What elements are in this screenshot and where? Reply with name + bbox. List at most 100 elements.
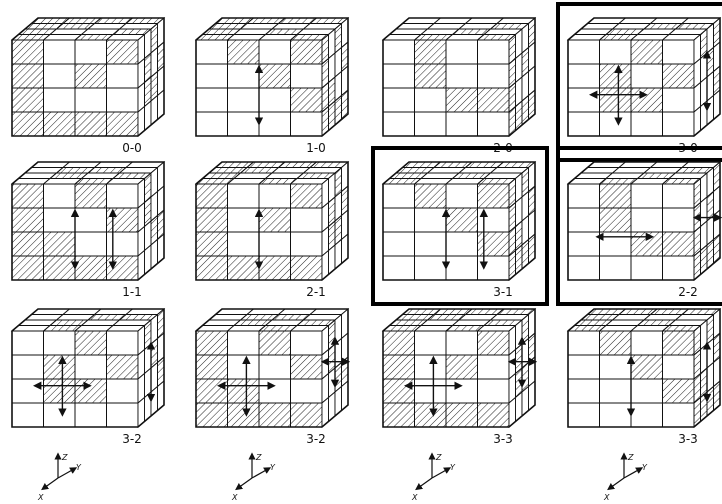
cube-outline [382,308,536,428]
panel-label: 3-3 [678,432,698,446]
front-face-cell [290,39,323,65]
cube-outline [567,17,721,137]
front-face-cell [11,183,44,209]
front-face-cell [74,354,107,380]
front-face-cell [662,111,695,137]
y-axis [57,467,78,479]
front-face-cell [630,354,663,380]
front-face-cell [599,378,632,404]
front-face-cell [106,402,139,428]
cube-outline [567,161,721,281]
front-face-cell [195,111,228,137]
front-face-cell [382,111,415,137]
front-face-cell [258,87,291,113]
x-axis [41,477,59,491]
front-face-cell [290,330,323,356]
front-face-cell [567,87,600,113]
front-face-cell [258,111,291,137]
front-face-cell [106,111,139,137]
front-face-cell [11,63,44,89]
front-face-cell [106,39,139,65]
front-face-cell [414,402,447,428]
panel-label: 3-2 [122,432,142,446]
front-face-cell [477,402,510,428]
front-face-cell [195,231,228,257]
front-face-cell [445,111,478,137]
front-face-cell [445,255,478,281]
front-face-cell [599,183,632,209]
front-face-cell [382,255,415,281]
front-face-cell [195,402,228,428]
front-face-cell [43,87,76,113]
front-face-cell [599,402,632,428]
front-face-cell [630,330,663,356]
panel-label: 1-0 [306,141,326,155]
front-face-cell [630,87,663,113]
front-face-cell [258,378,291,404]
front-face-cell [43,402,76,428]
front-face-cell [382,183,415,209]
z-axis-label: Z [255,453,262,462]
x-axis-label: X [37,493,44,502]
front-face-cell [227,402,260,428]
front-face-cell [43,231,76,257]
front-face-cell [662,39,695,65]
front-face-cell [445,39,478,65]
panel-label: 3-1 [493,285,513,299]
front-face-cell [477,39,510,65]
front-face-cell [382,402,415,428]
front-face-cell [445,207,478,233]
front-face-cell [599,207,632,233]
cube-panel: 1-1 [10,161,166,299]
mode-arrow [404,355,463,417]
front-face-cell [195,87,228,113]
x-axis [607,477,625,491]
mode-arrow [507,336,538,388]
front-face-cell [567,111,600,137]
axes-glyph: ZYX [37,452,82,502]
front-face-cell [227,63,260,89]
front-face-cell [382,231,415,257]
front-face-cell [567,207,600,233]
front-face-cell [258,207,291,233]
front-face-cell [567,402,600,428]
front-face-cell [662,87,695,113]
y-axis [431,467,452,479]
x-axis-label: X [231,493,238,502]
front-face-cell [599,231,632,257]
x-axis-label: X [603,493,610,502]
panel-label: 2-1 [306,285,326,299]
cube-outline [11,161,165,281]
front-face-cell [106,183,139,209]
front-face-cell [227,183,260,209]
front-face-cell [662,63,695,89]
front-face-cell [567,255,600,281]
front-face-cell [227,330,260,356]
z-axis-label: Z [627,453,634,462]
cube-panel: 3-1 [371,146,549,306]
front-face-cell [445,183,478,209]
front-face-cell [258,402,291,428]
mode-arrow [33,355,92,417]
front-face-cell [74,255,107,281]
highlight-frame [556,2,722,162]
cube-panel: 0-0 [10,17,166,155]
front-face-cell [477,111,510,137]
x-axis [415,477,433,491]
front-face-cell [11,354,44,380]
front-face-cell [106,63,139,89]
highlight-frame [371,146,549,306]
front-face-cell [662,183,695,209]
front-face-cell [290,111,323,137]
front-face-cell [382,39,415,65]
cube-outline [195,17,349,137]
front-face-cell [630,402,663,428]
y-axis-label: Y [270,463,276,472]
front-face-cell [414,39,447,65]
cube-panel: 3-0 [556,2,722,162]
front-face-cell [227,207,260,233]
front-face-cell [74,87,107,113]
front-face-cell [290,378,323,404]
front-face-cell [74,183,107,209]
front-face-cell [382,63,415,89]
